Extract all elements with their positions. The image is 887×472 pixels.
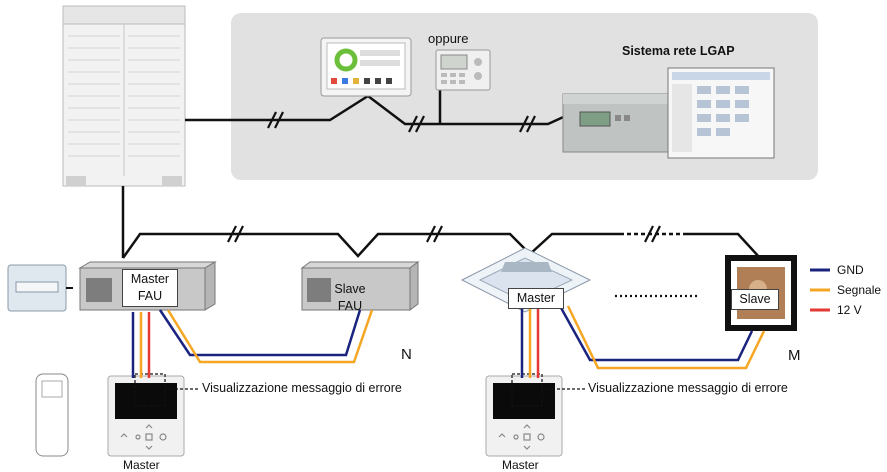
lgap-gateway-device	[562, 93, 670, 153]
fau-master-label: Master FAU	[122, 269, 178, 307]
touch-controller-device	[320, 37, 412, 97]
fau-slave-label: Slave FAU	[334, 282, 366, 313]
break-marks	[227, 111, 661, 243]
lgap-label: Sistema rete LGAP	[622, 44, 735, 58]
frame-slave-label: Slave	[731, 289, 779, 310]
keypad-controller-device	[435, 49, 491, 91]
legend-label-gnd: GND	[837, 263, 864, 277]
fau-slave-unit	[300, 261, 420, 311]
wired-controller-right	[485, 375, 563, 457]
oppure-label: oppure	[428, 31, 469, 46]
outdoor-unit	[62, 5, 186, 187]
error-display-highlight-right	[511, 373, 543, 407]
legend-label-signal: Segnale	[837, 283, 882, 297]
lgap-pc-screen	[667, 67, 775, 159]
controller-caption-right: Master	[502, 458, 539, 472]
legend-label-12v: 12 V	[837, 303, 862, 317]
error-message-label-right: Visualizzazione messaggio di errore	[588, 381, 788, 395]
cassette-unit	[460, 247, 592, 313]
wired-controller-left	[107, 375, 185, 457]
cassette-master-label: Master	[508, 288, 564, 309]
controller-caption-left: Master	[123, 458, 160, 472]
group-m-label: M	[788, 347, 801, 364]
remote-control	[35, 373, 69, 457]
dry-contact-unit	[7, 264, 67, 312]
group-n-label: N	[401, 346, 412, 363]
error-message-label-left: Visualizzazione messaggio di errore	[202, 381, 402, 395]
